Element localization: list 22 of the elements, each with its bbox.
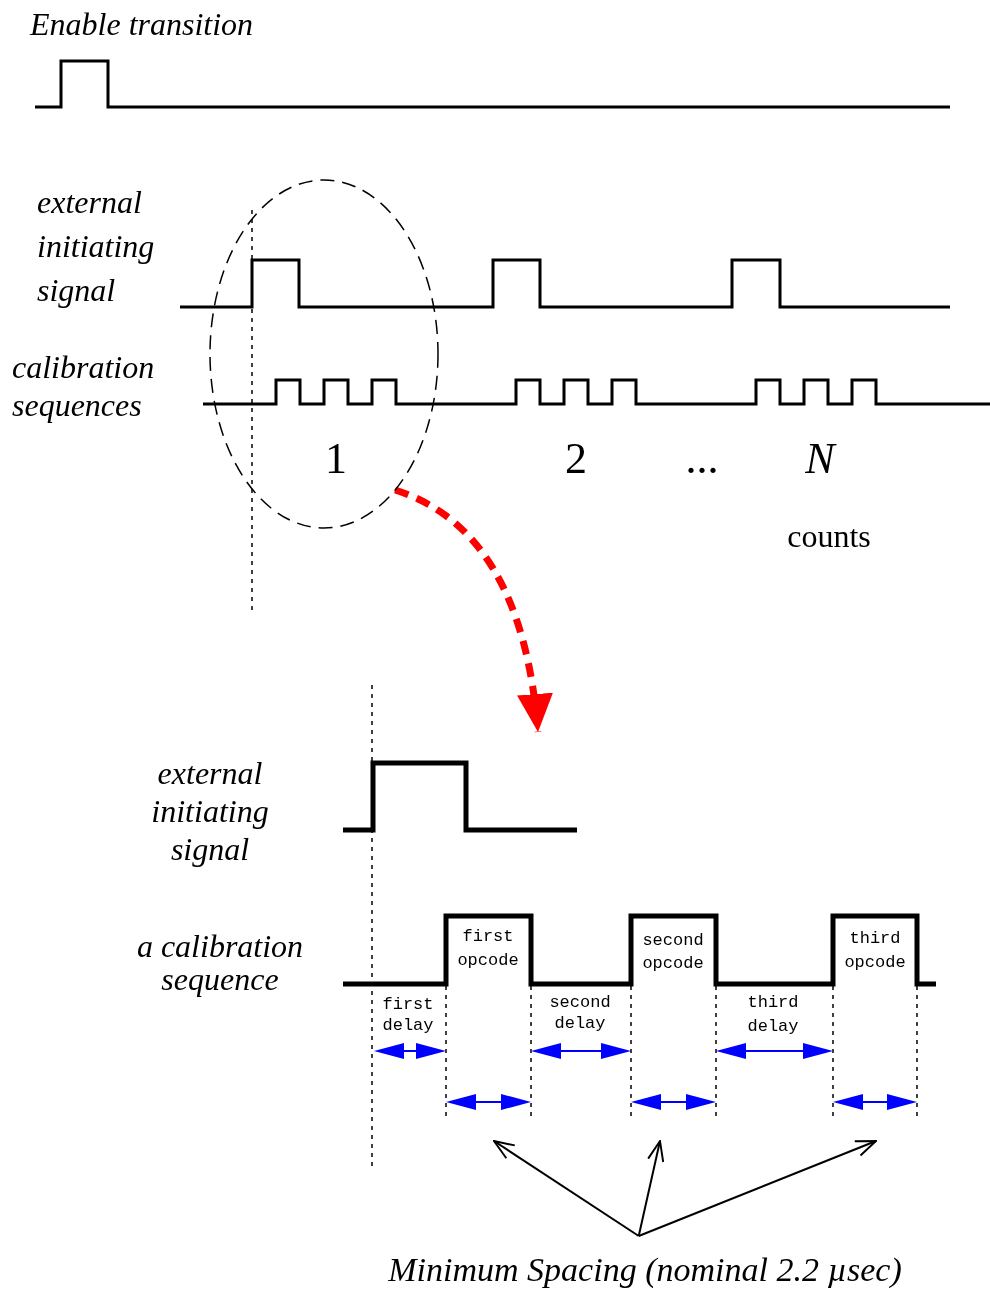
- count-number: 2: [564, 433, 588, 485]
- leader-line: [637, 1140, 665, 1237]
- interval-label: second delay: [548, 992, 612, 1034]
- ellipsis: ...: [684, 433, 720, 485]
- count-number: 1: [324, 433, 348, 485]
- pulse-label: second opcode: [641, 930, 705, 975]
- pulse-label: first opcode: [456, 926, 520, 972]
- dashed-arrow: [393, 486, 552, 733]
- signal-label: external initiating signal: [37, 183, 156, 310]
- leader-line: [637, 1140, 877, 1237]
- signal-label: a calibration sequence: [135, 930, 305, 996]
- count-number: N: [804, 433, 838, 485]
- pulse-label: third opcode: [843, 928, 907, 974]
- interval-label: third delay: [746, 992, 800, 1038]
- signal-label: calibration sequences: [12, 348, 156, 424]
- leader-line: [493, 1140, 640, 1237]
- heading: Enable transition: [30, 5, 255, 44]
- signal-label: external initiating signal: [150, 754, 270, 868]
- dashed-ellipse: [209, 179, 439, 529]
- interval-label: first delay: [381, 994, 435, 1036]
- caption-text: Minimum Spacing (nominal 2.2 µsec): [360, 1236, 930, 1293]
- axis-label: counts: [786, 517, 872, 556]
